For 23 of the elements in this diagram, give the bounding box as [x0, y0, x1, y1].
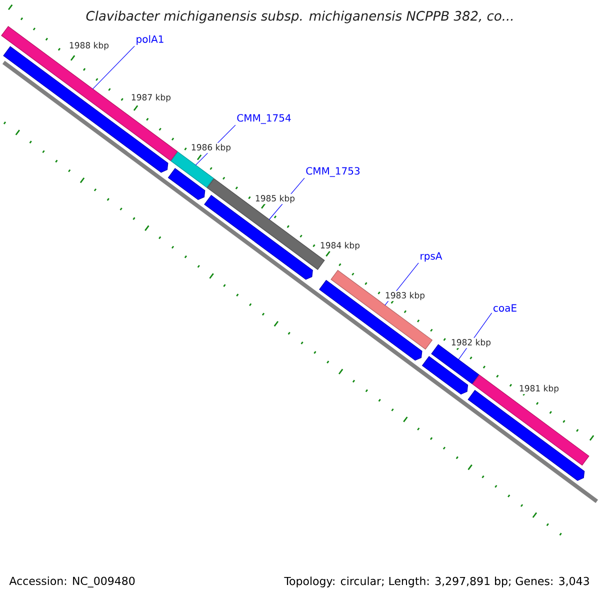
footer-text: Topology: circular; Length: 3,297,891 bp; Genes: 3,043 [284, 576, 589, 588]
gene-label: coaE [494, 304, 516, 312]
gene-bar [170, 151, 214, 188]
gene-bar [472, 374, 590, 466]
scale-label: 1986 kbp [190, 142, 232, 154]
gene-label: CMM_1753 [306, 167, 360, 177]
gene-label: polA1 [136, 35, 164, 45]
scale-label: 1985 kbp [254, 194, 296, 204]
scale-label: 1987 kbp [130, 92, 172, 104]
scale-label: 1982 kbp [450, 338, 492, 348]
scale-label: 1981 kbp [518, 384, 560, 394]
scale-label: 1984 kbp [318, 240, 362, 252]
gene-block [204, 194, 313, 280]
gene-block [319, 280, 422, 361]
leader-line [92, 46, 135, 90]
gene-label: rpsA [420, 252, 442, 262]
title: Clavibacter michiganensis subsp. michiganensis NCPPB 382, co... [86, 10, 513, 24]
footer-text: Accession: NC_009480 [9, 576, 135, 588]
gene-block [168, 168, 206, 200]
gene-label: CMM_1754 [237, 114, 291, 124]
gene-block [422, 356, 468, 395]
scale-label: 1983 kbp [384, 290, 426, 302]
scale-label: 1988 kbp [68, 40, 110, 52]
